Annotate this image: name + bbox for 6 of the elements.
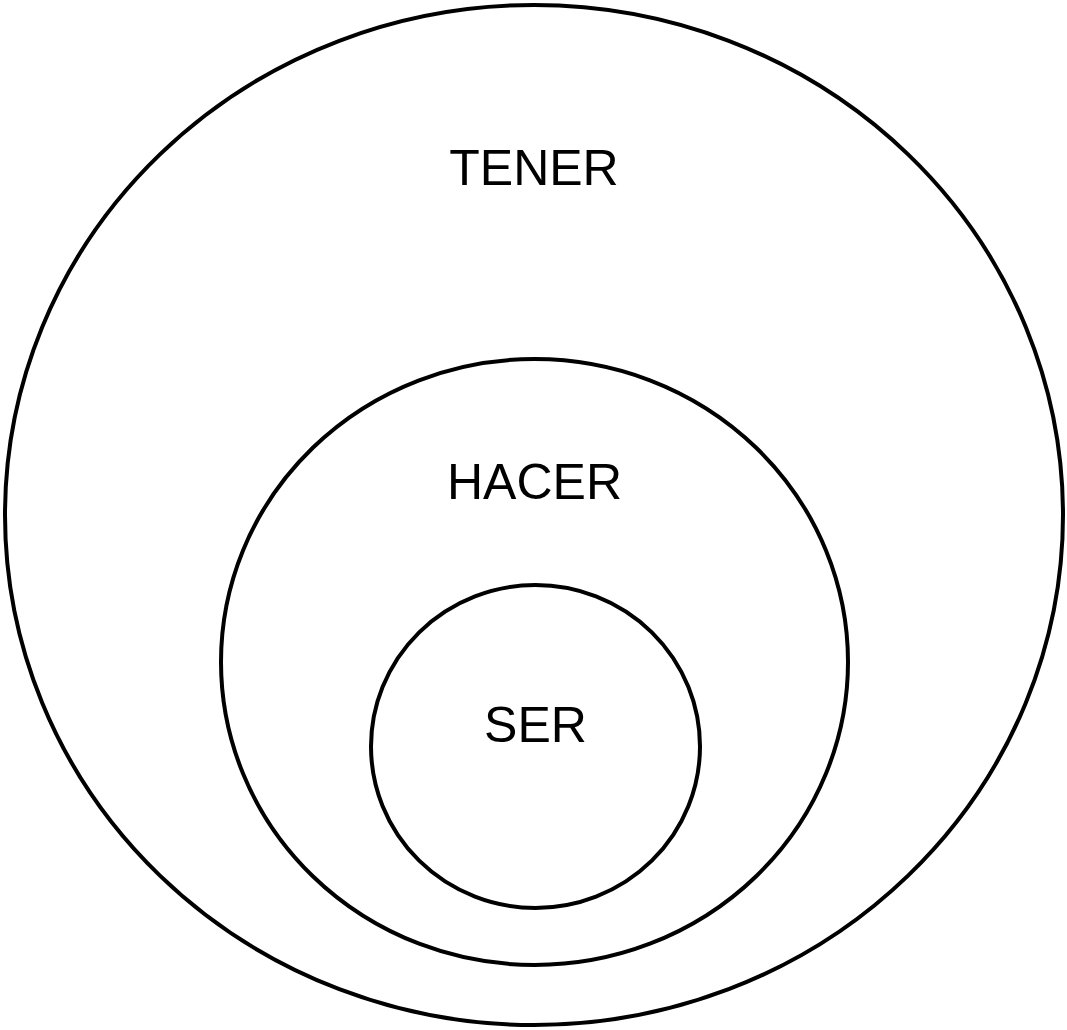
ellipse-region [3,3,1065,1027]
region-label: TENER [449,140,619,196]
ellipse-region [219,357,850,967]
region-label: HACER [447,454,622,510]
region-label: SER [484,697,587,753]
ellipse-region [369,583,702,910]
